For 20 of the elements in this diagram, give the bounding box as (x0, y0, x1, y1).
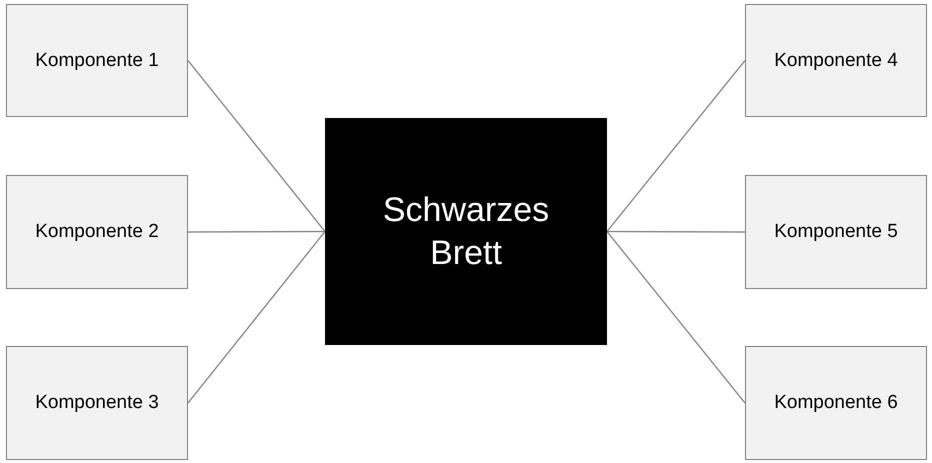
connector-line (606, 231, 746, 404)
component-box (745, 4, 927, 117)
component-box (745, 346, 927, 460)
component-box (6, 175, 188, 289)
box-label: Komponente 3 (34, 391, 160, 415)
box-label: Komponente 5 (773, 220, 899, 244)
connector-line (188, 60, 326, 232)
connector-line (188, 231, 326, 404)
component-box (6, 346, 188, 460)
component-box (6, 4, 188, 117)
component-box (745, 175, 927, 289)
box-label: Komponente 2 (34, 220, 160, 244)
connector-line (188, 230, 325, 233)
connector-line (606, 60, 746, 232)
box-label: Komponente 6 (773, 391, 899, 415)
central-box (325, 118, 607, 345)
box-label: Komponente 1 (34, 48, 160, 72)
connector-line (607, 230, 745, 233)
box-label: Schwarzes Brett (382, 190, 550, 274)
box-label: Komponente 4 (773, 48, 899, 72)
